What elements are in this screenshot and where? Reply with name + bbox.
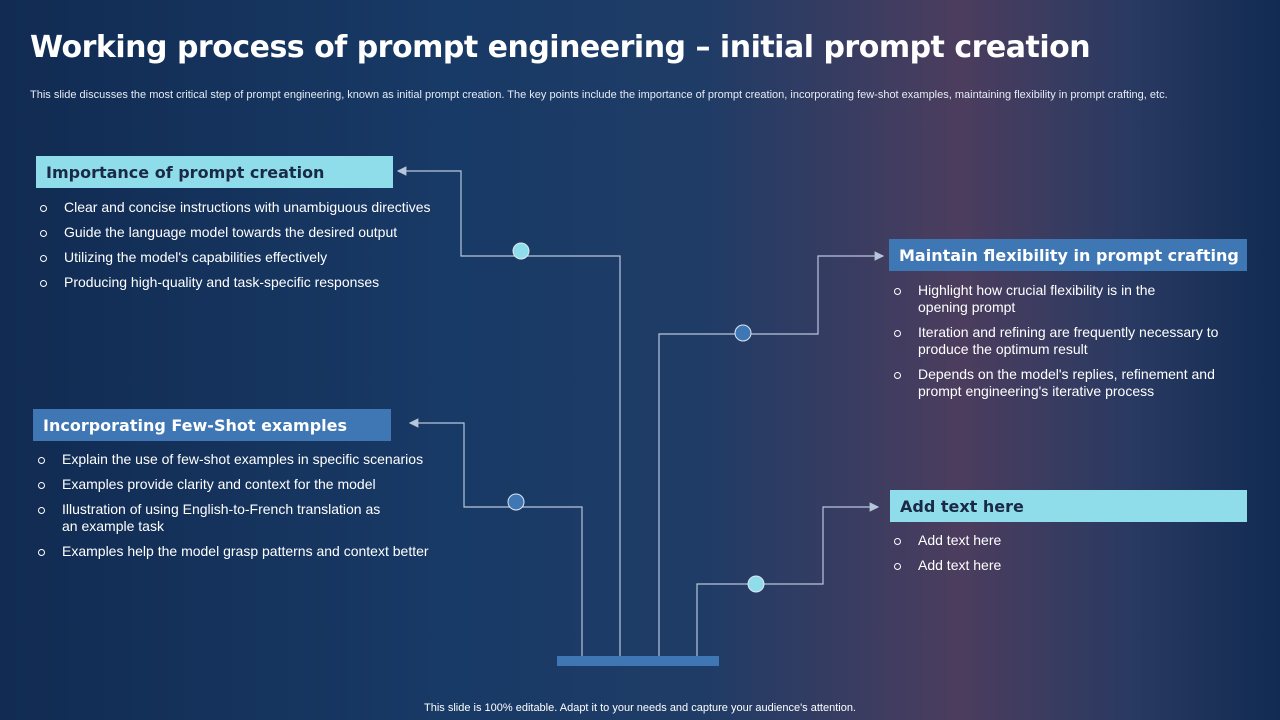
list-add-text: Add text here Add text here (892, 532, 1232, 582)
list-item: Utilizing the model's capabilities effec… (38, 249, 458, 266)
slide-title: Working process of prompt engineering – … (30, 30, 1091, 65)
heading-add-text: Add text here (900, 496, 1024, 516)
heading-few-shot: Incorporating Few-Shot examples (43, 415, 348, 435)
tree-base-bar (557, 656, 719, 666)
list-importance: Clear and concise instructions with unam… (38, 199, 458, 299)
list-item: Add text here (892, 557, 1232, 574)
heading-flexibility-box: Maintain flexibility in prompt crafting (889, 239, 1247, 271)
node-add-text (747, 575, 765, 593)
heading-add-text-box: Add text here (890, 490, 1247, 522)
heading-importance-box: Importance of prompt creation (36, 156, 393, 188)
list-flexibility: Highlight how crucial flexibility is in … (892, 282, 1232, 408)
node-few-shot (507, 493, 525, 511)
list-few-shot: Explain the use of few-shot examples in … (36, 451, 446, 568)
heading-importance: Importance of prompt creation (46, 162, 325, 182)
list-item: Illustration of using English-to-French … (36, 501, 396, 535)
connector-importance (396, 166, 621, 656)
list-item: Guide the language model towards the des… (38, 224, 458, 241)
node-flexibility (734, 324, 752, 342)
list-item: Depends on the model's replies, refineme… (892, 366, 1232, 400)
list-item: Examples help the model grasp patterns a… (36, 543, 446, 560)
connector-few-shot (408, 418, 583, 656)
list-item: Producing high-quality and task-specific… (38, 274, 458, 291)
slide-description: This slide discusses the most critical s… (30, 89, 1168, 101)
connector-add-text (696, 502, 880, 656)
list-item: Add text here (892, 532, 1232, 549)
list-item: Iteration and refining are frequently ne… (892, 324, 1232, 358)
list-item: Explain the use of few-shot examples in … (36, 451, 446, 468)
list-item: Examples provide clarity and context for… (36, 476, 446, 493)
node-importance (512, 242, 530, 260)
connector-flexibility (658, 251, 885, 656)
heading-few-shot-box: Incorporating Few-Shot examples (33, 409, 391, 441)
list-item: Clear and concise instructions with unam… (38, 199, 458, 216)
footer-note: This slide is 100% editable. Adapt it to… (424, 702, 856, 714)
heading-flexibility: Maintain flexibility in prompt crafting (899, 245, 1239, 265)
list-item: Highlight how crucial flexibility is in … (892, 282, 1162, 316)
